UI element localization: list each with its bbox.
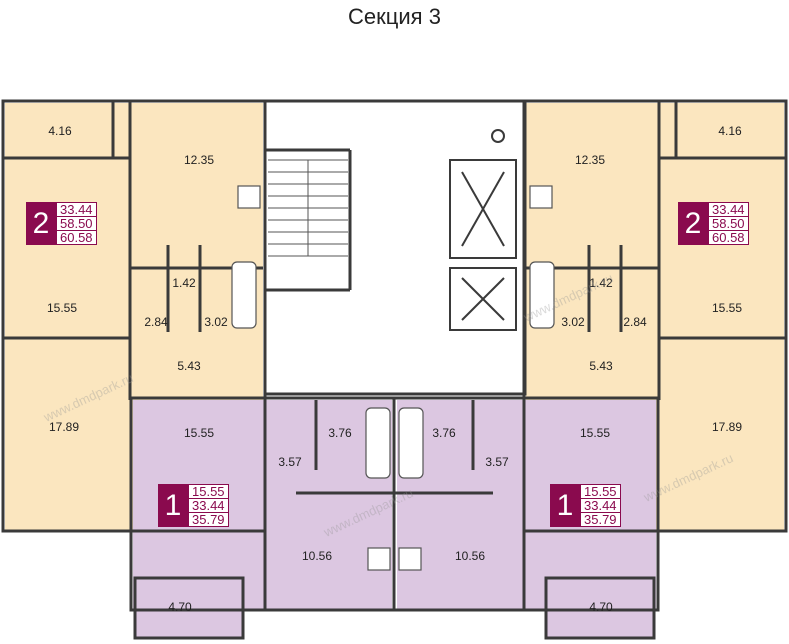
section-title: Секция 3 xyxy=(348,4,441,29)
badge-room-count: 1 xyxy=(550,484,580,527)
stove-right xyxy=(529,185,553,209)
badge-total-with-balcony: 60.58 xyxy=(60,230,93,245)
left-corridor-area: 2.84 xyxy=(144,315,168,329)
elevator-1 xyxy=(449,159,517,259)
right-balcony-fill xyxy=(546,578,654,638)
bathtub-left xyxy=(231,261,257,329)
right-kitchen-area: 12.35 xyxy=(574,153,606,167)
right-balcony-wall xyxy=(544,576,656,640)
left-hall-area: 5.43 xyxy=(177,359,201,373)
center-right-hall-area: 3.57 xyxy=(485,455,509,469)
badge-areas: 15.55 33.44 35.79 xyxy=(580,484,621,527)
badge-total-area: 58.50 xyxy=(709,217,748,231)
badge-room-count: 2 xyxy=(26,202,56,245)
right-hall-area: 5.43 xyxy=(589,359,613,373)
right-corridor-area: 2.84 xyxy=(623,315,647,329)
badge-room-count: 2 xyxy=(678,202,708,245)
badge-areas: 15.55 33.44 35.79 xyxy=(188,484,229,527)
elevator-2-cross xyxy=(461,277,505,321)
stove-center-left xyxy=(367,547,391,571)
left-top-balcony-area: 4.16 xyxy=(48,124,72,138)
stairs xyxy=(268,159,348,257)
left-kitchen-area: 12.35 xyxy=(183,153,215,167)
elevators xyxy=(449,129,517,331)
left-balcony-fill xyxy=(135,578,243,638)
stove-center-right xyxy=(398,547,422,571)
badge-total-area: 33.44 xyxy=(581,499,620,513)
badge-total-area: 33.44 xyxy=(189,499,228,513)
center-left-kitchen-area: 10.56 xyxy=(301,549,333,563)
bathtub-center-right xyxy=(398,407,424,479)
left-top-balcony-wall xyxy=(1,99,115,160)
center-left-bath-area: 3.76 xyxy=(328,426,352,440)
elevator-1-cross xyxy=(461,171,505,247)
right-room-b-area: 17.89 xyxy=(711,420,743,434)
right-wc-area: 1.42 xyxy=(589,276,613,290)
badge-areas: 33.44 58.50 60.58 xyxy=(708,202,749,245)
center-left-balcony-area: 4.70 xyxy=(168,600,192,614)
badge-total-with-balcony: 35.79 xyxy=(584,512,617,527)
bathtub-right xyxy=(529,261,555,329)
badge-total-with-balcony: 35.79 xyxy=(192,512,225,527)
badge-areas: 33.44 58.50 60.58 xyxy=(56,202,97,245)
badge-living-area: 33.44 xyxy=(57,203,96,217)
badge-living-area: 15.55 xyxy=(189,485,228,499)
stair-hall-fill xyxy=(265,103,525,393)
center-right-room-area: 15.55 xyxy=(579,426,611,440)
right-top-balcony-area: 4.16 xyxy=(718,124,742,138)
apartment-badge-left-1: 1 15.55 33.44 35.79 xyxy=(158,484,229,527)
right-lower-room-fill xyxy=(656,340,784,530)
badge-room-count: 1 xyxy=(158,484,188,527)
center-right-bath-area: 3.76 xyxy=(432,426,456,440)
left-lower-room-fill xyxy=(5,340,133,530)
right-top-balcony-wall xyxy=(674,99,788,160)
walls xyxy=(1,99,788,640)
center-right-balcony-area: 4.70 xyxy=(589,600,613,614)
center-left-room-area: 15.55 xyxy=(183,426,215,440)
badge-total-area: 58.50 xyxy=(57,217,96,231)
center-left-hall-area: 3.57 xyxy=(278,455,302,469)
badge-total-with-balcony: 60.58 xyxy=(712,230,745,245)
right-room-a-area: 15.55 xyxy=(711,301,743,315)
fixtures xyxy=(231,185,555,571)
left-balcony-wall xyxy=(133,576,245,640)
left-wc-area: 1.42 xyxy=(172,276,196,290)
fire-riser-icon xyxy=(491,129,505,143)
bathtub-center-left xyxy=(365,407,391,479)
left-room-a-area: 15.55 xyxy=(46,301,78,315)
badge-living-area: 33.44 xyxy=(709,203,748,217)
elevator-2 xyxy=(449,267,517,331)
apartment-badge-left-2: 2 33.44 58.50 60.58 xyxy=(26,202,97,245)
stove-left xyxy=(237,185,261,209)
apartment-badge-right-2: 2 33.44 58.50 60.58 xyxy=(678,202,749,245)
left-bathroom-area: 3.02 xyxy=(204,315,228,329)
apartment-badge-right-1: 1 15.55 33.44 35.79 xyxy=(550,484,621,527)
badge-living-area: 15.55 xyxy=(581,485,620,499)
right-bathroom-area: 3.02 xyxy=(561,315,585,329)
stairwell-wall xyxy=(263,99,527,396)
center-right-kitchen-area: 10.56 xyxy=(454,549,486,563)
left-room-b-area: 17.89 xyxy=(48,420,80,434)
